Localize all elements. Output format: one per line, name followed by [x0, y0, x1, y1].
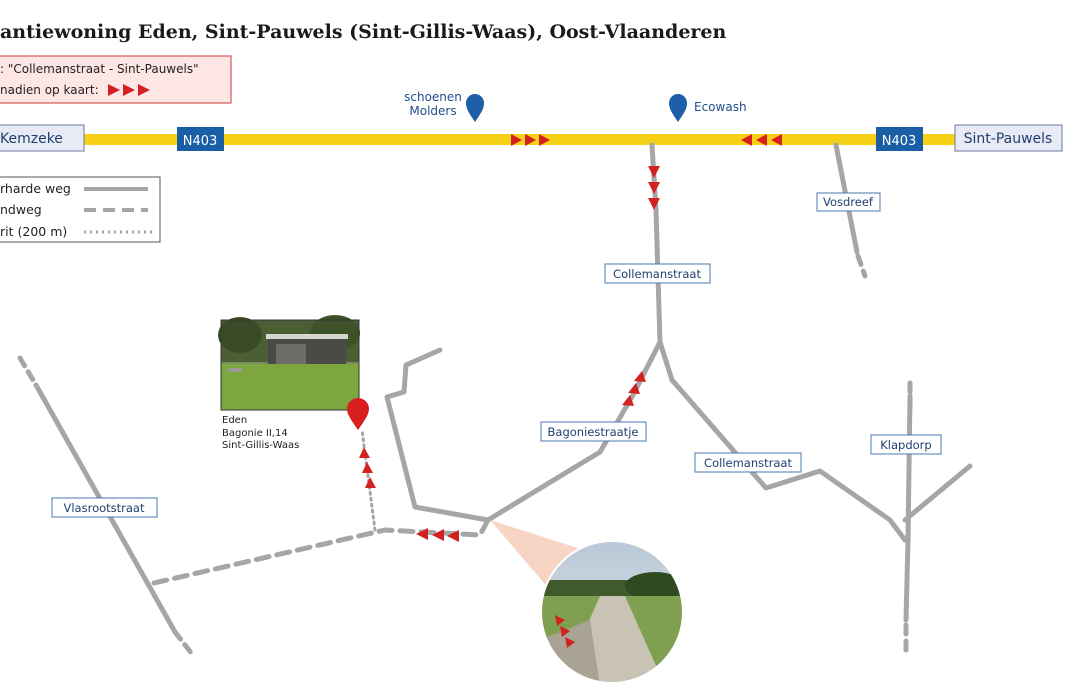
road-collemanstraat-south [657, 339, 908, 543]
svg-text:Collemanstraat: Collemanstraat [613, 267, 701, 281]
route-arrows-main-road-west [741, 134, 782, 146]
legend: rharde weg ndweg rit (200 m) [0, 176, 161, 243]
street-label-collemanstraat-bottom: Collemanstraat [694, 452, 802, 473]
destination-marker-icon [347, 398, 369, 430]
route-note: : "Collemanstraat - Sint-Pauwels" nadien… [0, 55, 232, 104]
street-label-klapdorp: Klapdorp [870, 434, 942, 455]
legend-walk-label: rit (200 m) [0, 224, 67, 239]
route-note-arrows [108, 84, 150, 96]
road-winding [384, 347, 491, 523]
main-road-n403 [0, 134, 1010, 145]
svg-text:Klapdorp: Klapdorp [880, 438, 931, 452]
route-arrows-footpath [359, 447, 376, 488]
svg-text:N403: N403 [882, 134, 917, 149]
route-note-line1: : "Collemanstraat - Sint-Pauwels" [0, 62, 199, 76]
house-address: Bagonie II,14 [222, 428, 288, 439]
svg-text:Bagoniestraatje: Bagoniestraatje [548, 425, 639, 439]
map-title: antiewoning Eden, Sint-Pauwels (Sint-Gil… [0, 21, 727, 43]
road-vlasrootstraat-dirt-north [17, 355, 39, 388]
route-arrows-collemanstraat [648, 166, 660, 210]
svg-text:Vosdreef: Vosdreef [823, 195, 874, 209]
street-view-photo [540, 540, 684, 684]
route-arrows-main-road-east [511, 134, 550, 146]
badge-n403-left: N403 [177, 127, 224, 151]
legend-dirt-label: ndweg [0, 202, 42, 217]
svg-text:Kemzeke: Kemzeke [0, 131, 63, 147]
badge-n403-right: N403 [876, 127, 923, 151]
road-vosdreef-dirt [855, 253, 868, 279]
street-label-vlasrootstraat: Vlasrootstraat [51, 497, 158, 518]
house-photo [218, 315, 360, 411]
svg-text:Vlasrootstraat: Vlasrootstraat [64, 501, 145, 515]
svg-text:Collemanstraat: Collemanstraat [704, 456, 792, 470]
route-arrows-dirt-track [416, 528, 459, 542]
town-sint-pauwels: Sint-Pauwels [954, 124, 1063, 152]
poi-ecowash: Ecowash [669, 94, 747, 122]
road-klapdorp [903, 393, 913, 623]
route-arrows-bagoniestraatje [622, 371, 646, 406]
route-arrows [359, 134, 782, 542]
poi-shoes-molders: schoenen Molders [404, 90, 484, 122]
house-city: Sint-Gillis-Waas [222, 440, 299, 451]
road-network [17, 142, 973, 657]
house-name: Eden [222, 415, 247, 426]
town-kemzeke: Kemzeke [0, 124, 85, 152]
street-label-collemanstraat-top: Collemanstraat [604, 263, 711, 284]
svg-text:schoenen: schoenen [404, 90, 462, 104]
road-dirt-track [151, 517, 491, 586]
house-info: Eden Bagonie II,14 Sint-Gillis-Waas [222, 415, 299, 451]
map-marker-icon [669, 94, 687, 122]
street-label-vosdreef: Vosdreef [816, 192, 881, 212]
road-klapdorp-branch [902, 463, 973, 523]
road-footpath [360, 428, 377, 532]
map-marker-icon [466, 94, 484, 122]
svg-text:N403: N403 [183, 134, 218, 149]
route-note-line2: nadien op kaart: [0, 83, 99, 97]
svg-text:Molders: Molders [409, 104, 456, 118]
street-label-bagoniestraatje: Bagoniestraatje [540, 421, 647, 442]
svg-text:Sint-Pauwels: Sint-Pauwels [964, 131, 1053, 147]
road-vlasrootstraat-dirt-south [172, 629, 195, 657]
legend-paved-label: rharde weg [0, 181, 71, 196]
svg-text:Ecowash: Ecowash [694, 100, 747, 114]
